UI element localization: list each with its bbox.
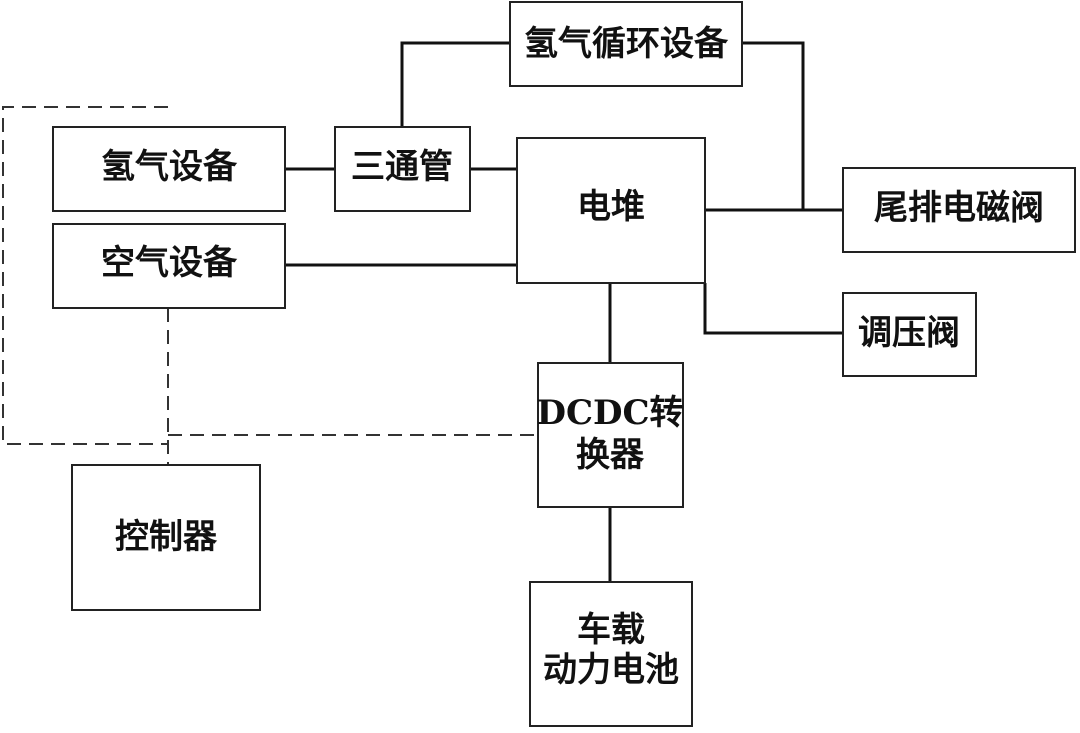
hydrogen-recirculation-box: 氢气循环设备 xyxy=(509,1,743,87)
vehicle-battery-label-line2: 动力电池 xyxy=(543,650,679,690)
controller-box: 控制器 xyxy=(71,464,261,611)
pressure-regulator-label: 调压阀 xyxy=(858,313,960,353)
hydrogen-recirculation-label: 氢气循环设备 xyxy=(524,24,729,64)
fuel-cell-stack-label: 电堆 xyxy=(577,187,645,227)
control-signal-dashed-lines xyxy=(2,106,538,465)
hydrogen-supply-box: 氢气设备 xyxy=(52,126,286,212)
line-tee-to-recirc xyxy=(400,41,510,127)
tee-pipe-box: 三通管 xyxy=(334,126,471,212)
purge-solenoid-valve-box: 尾排电磁阀 xyxy=(842,167,1076,253)
hydrogen-supply-label: 氢气设备 xyxy=(101,147,238,187)
connection-lines xyxy=(285,41,843,582)
dcdc-converter-box: DCDC转 换器 xyxy=(536,362,684,508)
dcdc-converter-label-line2: 换器 xyxy=(576,435,645,475)
vehicle-battery-box: 车载 动力电池 xyxy=(529,581,693,727)
controller-label: 控制器 xyxy=(115,517,218,557)
line-stack-to-pressure-valve xyxy=(703,283,843,335)
pressure-regulator-box: 调压阀 xyxy=(842,292,977,377)
air-supply-box: 空气设备 xyxy=(52,223,286,309)
air-supply-label: 空气设备 xyxy=(101,243,238,283)
purge-solenoid-valve-label: 尾排电磁阀 xyxy=(874,188,1044,228)
fuel-cell-stack-box: 电堆 xyxy=(516,137,706,284)
tee-pipe-label: 三通管 xyxy=(351,147,453,187)
dcdc-converter-label-line1: DCDC转 xyxy=(536,393,683,433)
vehicle-battery-label-line1: 车载 xyxy=(577,610,645,650)
line-recirc-to-purge xyxy=(742,41,805,210)
